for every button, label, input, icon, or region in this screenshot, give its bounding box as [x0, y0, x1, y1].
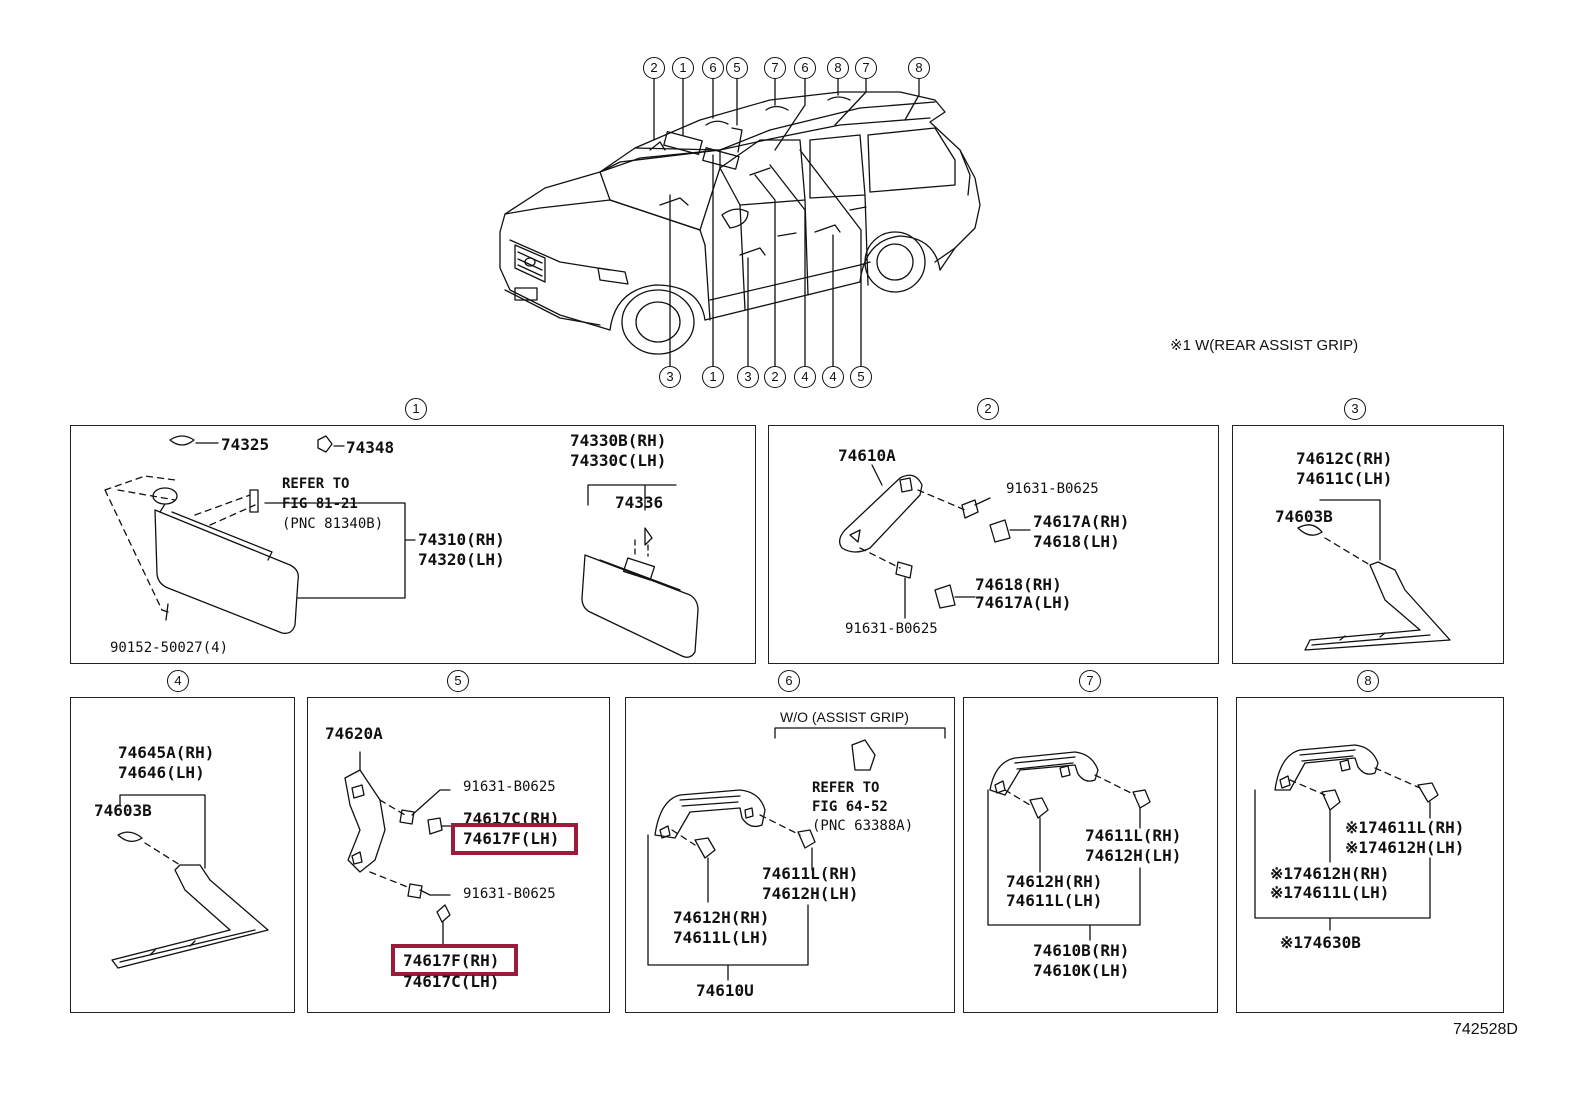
callout-top-4[interactable]: 5: [726, 57, 748, 79]
part-74603b-panel4[interactable]: 74603B: [94, 801, 152, 820]
part-74603b[interactable]: 74603B: [1275, 507, 1333, 526]
part-74325[interactable]: 74325: [221, 435, 270, 454]
without-assist-grip-label: W/O (ASSIST GRIP): [780, 709, 909, 725]
callout-bottom-6[interactable]: 4: [822, 366, 844, 388]
panel-2-art: [838, 464, 1031, 619]
part-74348[interactable]: 74348: [346, 438, 395, 457]
panel-1-number[interactable]: 1: [405, 398, 427, 420]
bolt-91631-b0625-lower[interactable]: 91631-B0625: [463, 886, 556, 902]
panel-6-number[interactable]: 6: [778, 670, 800, 692]
highlight-74617f-lh: [451, 823, 578, 855]
part-74630b[interactable]: ※174630B: [1280, 933, 1361, 952]
refer-pnc-81340b: (PNC 81340B): [282, 516, 384, 532]
part-90152-50027[interactable]: 90152-50027(4): [110, 640, 229, 656]
part-74620a[interactable]: 74620A: [325, 724, 383, 743]
panel-1-art: [104, 435, 699, 658]
vehicle-illustration: [499, 77, 981, 367]
panel-6: [625, 697, 955, 1013]
part-74611l-lh-panel8[interactable]: ※174611L(LH): [1270, 883, 1390, 902]
callout-top-7[interactable]: 8: [827, 57, 849, 79]
callout-bottom-1[interactable]: 3: [659, 366, 681, 388]
panel-8-art: [1254, 744, 1439, 931]
panel-2: [768, 425, 1219, 664]
panel-5-art: [344, 751, 453, 946]
panel-2-number[interactable]: 2: [977, 398, 999, 420]
callout-bottom-5[interactable]: 4: [794, 366, 816, 388]
callout-top-6[interactable]: 6: [794, 57, 816, 79]
bolt-91631-b0625-bottom[interactable]: 91631-B0625: [845, 621, 938, 637]
refer-fig-64-52[interactable]: FIG 64-52: [812, 799, 888, 815]
panel-8: [1236, 697, 1504, 1013]
panel-1: [70, 425, 756, 664]
part-74618-rh[interactable]: 74618(RH): [975, 575, 1062, 594]
callout-top-1[interactable]: 2: [643, 57, 665, 79]
part-74612h-rh-panel6[interactable]: 74612H(RH): [673, 908, 770, 927]
part-74611l-lh-panel7[interactable]: 74611L(LH): [1006, 891, 1103, 910]
part-74611c-lh[interactable]: 74611C(LH): [1296, 469, 1393, 488]
part-74610k-lh[interactable]: 74610K(LH): [1033, 961, 1130, 980]
part-74611l-rh-panel6[interactable]: 74611L(RH): [762, 864, 859, 883]
callout-top-8[interactable]: 7: [855, 57, 877, 79]
part-74611l-rh-panel7[interactable]: 74611L(RH): [1085, 826, 1182, 845]
callout-top-2[interactable]: 1: [672, 57, 694, 79]
panel-6-art: [647, 727, 946, 981]
diagram-id: 742528D: [1453, 1021, 1518, 1038]
highlight-74617f-rh: [391, 944, 518, 976]
part-74330b-rh[interactable]: 74330B(RH): [570, 431, 667, 450]
part-74645a-rh[interactable]: 74645A(RH): [118, 743, 215, 762]
part-74610u[interactable]: 74610U: [696, 981, 754, 1000]
part-74610b-rh[interactable]: 74610B(RH): [1033, 941, 1130, 960]
rear-assist-grip-footnote: ※1 W(REAR ASSIST GRIP): [1170, 337, 1359, 354]
panel-7-art: [987, 751, 1151, 941]
panel-7: [963, 697, 1218, 1013]
panel-3-number[interactable]: 3: [1344, 398, 1366, 420]
callout-top-5[interactable]: 7: [764, 57, 786, 79]
part-74336[interactable]: 74336: [615, 493, 664, 512]
panel-5: [307, 697, 610, 1013]
part-74612h-rh-panel7[interactable]: 74612H(RH): [1006, 872, 1103, 891]
panel-8-number[interactable]: 8: [1357, 670, 1379, 692]
part-74617a-rh[interactable]: 74617A(RH): [1033, 512, 1130, 531]
part-74610a[interactable]: 74610A: [838, 446, 896, 465]
part-74612h-rh-panel8[interactable]: ※174612H(RH): [1270, 864, 1390, 883]
part-74618-lh[interactable]: 74618(LH): [1033, 532, 1120, 551]
part-74617f-rh[interactable]: 74617F(RH): [403, 951, 500, 970]
refer-to-label-panel6: REFER TO: [812, 780, 880, 796]
callout-top-9[interactable]: 8: [908, 57, 930, 79]
part-74611l-lh-panel6[interactable]: 74611L(LH): [673, 928, 770, 947]
part-74320-lh[interactable]: 74320(LH): [418, 550, 505, 569]
panel-4-number[interactable]: 4: [167, 670, 189, 692]
bolt-91631-b0625-top[interactable]: 91631-B0625: [1006, 481, 1099, 497]
panel-3: [1232, 425, 1504, 664]
part-74611l-rh-panel8[interactable]: ※174611L(RH): [1345, 818, 1465, 837]
part-74612c-rh[interactable]: 74612C(RH): [1296, 449, 1393, 468]
part-74617a-lh[interactable]: 74617A(LH): [975, 593, 1072, 612]
part-74617f-lh[interactable]: 74617F(LH): [463, 829, 560, 848]
part-74310-rh[interactable]: 74310(RH): [418, 530, 505, 549]
part-74612h-lh-panel6[interactable]: 74612H(LH): [762, 884, 859, 903]
bolt-91631-b0625-upper[interactable]: 91631-B0625: [463, 779, 556, 795]
panel-5-number[interactable]: 5: [447, 670, 469, 692]
refer-to-label: REFER TO: [282, 476, 350, 492]
callout-top-3[interactable]: 6: [702, 57, 724, 79]
panel-3-art: [1297, 499, 1451, 651]
callout-bottom-7[interactable]: 5: [850, 366, 872, 388]
part-74646-lh[interactable]: 74646(LH): [118, 763, 205, 782]
panel-7-number[interactable]: 7: [1079, 670, 1101, 692]
part-74612h-lh-panel7[interactable]: 74612H(LH): [1085, 846, 1182, 865]
callout-bottom-3[interactable]: 3: [737, 366, 759, 388]
refer-pnc-63388a: (PNC 63388A): [812, 818, 914, 834]
panel-4-art: [111, 794, 269, 969]
panel-4: [70, 697, 295, 1013]
callout-bottom-4[interactable]: 2: [764, 366, 786, 388]
part-74617c-lh[interactable]: 74617C(LH): [403, 972, 500, 991]
callout-bottom-2[interactable]: 1: [702, 366, 724, 388]
part-74330c-lh[interactable]: 74330C(LH): [570, 451, 667, 470]
part-74612h-lh-panel8[interactable]: ※174612H(LH): [1345, 838, 1465, 857]
refer-fig-81-21[interactable]: FIG 81-21: [282, 496, 358, 512]
